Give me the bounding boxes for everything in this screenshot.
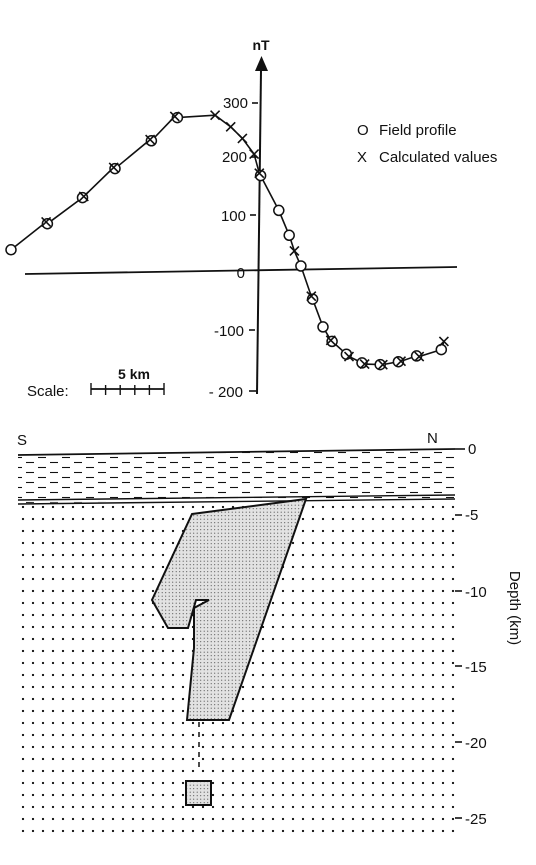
scale-prefix: Scale: [27,383,69,400]
y-tick-label: -100 [214,323,244,340]
scale-length-label: 5 km [118,366,150,382]
y-axis-line [256,69,262,395]
calculated-value-point [145,134,156,145]
calculated-value-point [289,245,300,257]
depth-tick-label: -5 [465,507,478,524]
layer-boundary-top [17,494,456,501]
legend-field-symbol: O [357,122,369,139]
calculated-value-point [254,168,265,179]
depth-tick-label: -20 [465,735,487,752]
calculated-value-point [225,121,236,132]
scale-bar: Scale: 5 km [27,366,165,400]
legend: O Field profile X Calculated values [357,122,497,166]
calculated-value-point [78,191,89,202]
y-tick-label: - 200 [209,384,243,401]
calculated-value-point [377,359,388,370]
legend-calculated-symbol: X [357,149,367,166]
calculated-value-point [237,133,248,144]
calculated-value-point [414,351,425,362]
y-tick-label: 100 [221,208,246,225]
field-profile-point [5,244,17,256]
intrusion-deep-block [185,780,212,806]
field-profile-point [410,350,423,362]
geological-cross-section: S N 0 -5 -10 -15 -20 -25 Depth (km) [17,430,523,835]
y-axis-ticks: 300 200 100 0 -100 - 200 [209,95,258,401]
profile-series [5,110,449,371]
field-profile-point [283,229,295,242]
calculated-value-point [169,111,180,122]
y-axis-arrowhead [255,56,268,71]
field-profile-point [295,260,307,272]
field-profile-point [171,111,184,124]
depth-axis: 0 -5 -10 -15 -20 -25 [455,441,487,828]
calculated-value-point [325,335,336,346]
legend-calculated-label: Calculated values [379,149,497,166]
section-north-label: N [427,430,438,447]
field-profile-point [392,355,405,368]
surface-line [17,448,456,456]
field-profile-point [374,358,386,371]
depth-axis-label: Depth (km) [506,571,523,645]
calculated-value-point [306,291,317,302]
depth-tick-label: -25 [465,811,487,828]
intrusive-body [150,497,308,721]
y-tick-label: 300 [223,95,248,112]
y-tick-label: 0 [237,265,245,282]
calculated-value-point [249,149,260,160]
calculated-value-point [343,351,355,362]
field-profile-point [317,321,329,333]
calculated-value-point [41,216,52,228]
zero-line [24,266,458,275]
field-profile-point [435,343,448,356]
depth-tick-label: 0 [468,441,476,458]
field-profile-point [273,204,285,217]
field-profile-point [356,357,368,369]
calculated-value-point [210,110,221,121]
depth-tick-label: -10 [465,584,487,601]
calculated-value-point [359,358,370,370]
magnetic-profile-chart: nT 300 200 100 0 -100 - 200 O Field prof… [5,37,497,401]
calculated-value-point [395,356,407,367]
depth-tick-label: -15 [465,659,487,676]
y-tick-label: 200 [222,149,247,166]
scale-ticks [90,383,165,395]
sedimentary-layer [18,449,455,503]
calculated-value-point [108,162,119,173]
legend-field-label: Field profile [379,122,457,139]
section-south-label: S [17,432,27,449]
layer-boundary-bottom [17,498,456,505]
y-axis-unit: nT [252,37,270,53]
calculated-value-point [438,336,449,347]
